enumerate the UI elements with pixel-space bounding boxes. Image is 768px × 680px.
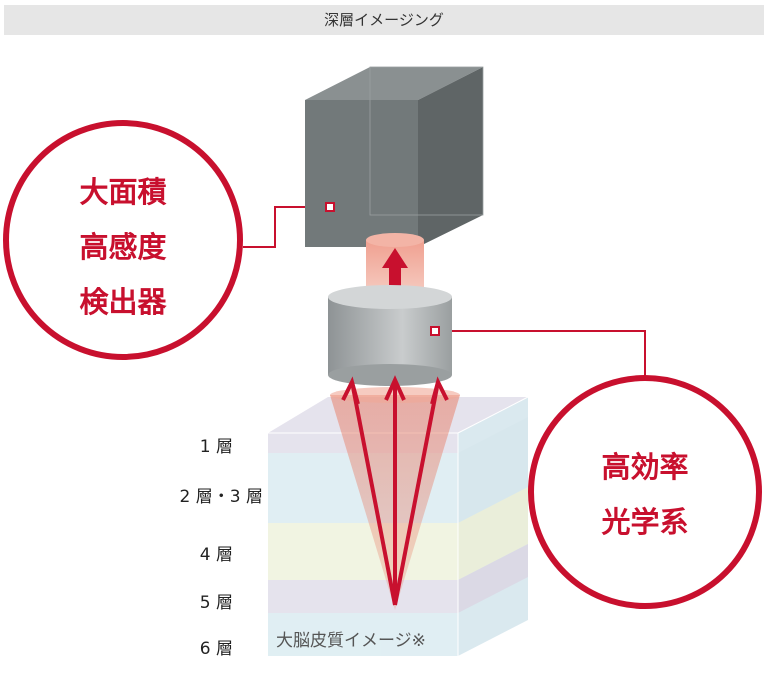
cortex-caption: 大脳皮質イメージ※ [276, 631, 426, 651]
callout-line: 高感度 [79, 230, 167, 264]
right-callout-text: 高効率 光学系 [565, 440, 725, 550]
layer-4 [268, 523, 458, 580]
up-arrow-icon [382, 248, 408, 300]
title-bar: 深層イメージング [4, 5, 764, 35]
layer-label-1: 1 層 [199, 437, 233, 457]
layer-label-6: 6 層 [199, 639, 233, 659]
layer-5 [268, 580, 458, 613]
right-marker [430, 326, 440, 336]
right-callout-circle [528, 375, 762, 609]
left-connector-line [243, 206, 330, 248]
left-callout-text: 大面積 高感度 検出器 [43, 165, 203, 330]
layer-label-4: 4 層 [199, 545, 233, 565]
left-callout-circle [3, 120, 243, 360]
layer-6 [268, 613, 458, 656]
right-connector-line [437, 330, 646, 378]
layer-label-2-3: 2 層・3 層 [179, 487, 263, 507]
objective-lens [328, 285, 452, 386]
callout-line: 検出器 [79, 285, 167, 319]
emission-arrows [341, 375, 449, 606]
left-marker [325, 202, 335, 212]
callout-line: 光学系 [601, 505, 689, 539]
detector-box [305, 66, 484, 247]
callout-line: 大面積 [79, 175, 167, 209]
callout-line: 高効率 [601, 450, 689, 484]
layer-label-5: 5 層 [199, 593, 233, 613]
